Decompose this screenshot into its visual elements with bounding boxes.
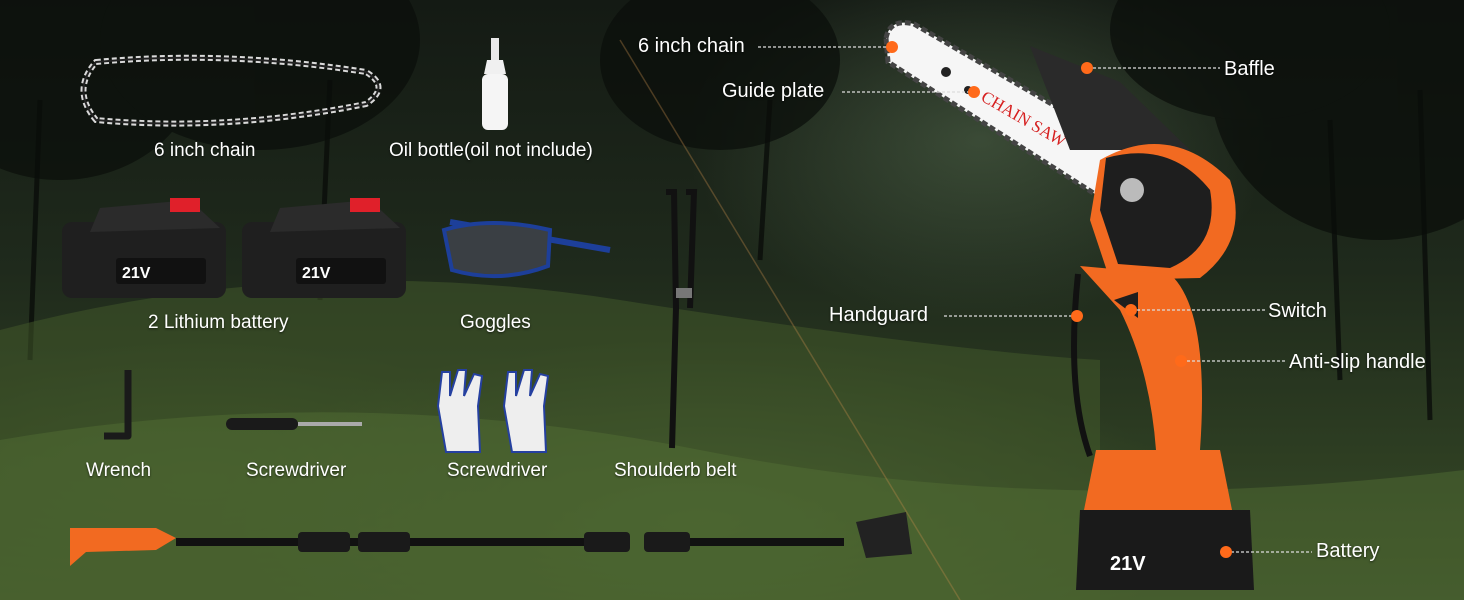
oil-bottle-label: Oil bottle(oil not include): [389, 140, 593, 161]
shoulder-belt-image: [666, 189, 698, 449]
extension-pole-image: [70, 512, 912, 566]
gloves-label: Screwdriver: [447, 460, 548, 481]
goggles-image: [441, 219, 611, 279]
chainsaw-battery-voltage: 21V: [1110, 553, 1146, 575]
screwdriver-image: [226, 418, 362, 430]
callout-guide-plate: Guide plate: [722, 80, 825, 102]
chain-loop-image: [80, 54, 382, 127]
callout-handguard: Handguard: [829, 304, 928, 326]
wrench-image: [104, 370, 132, 440]
wrench-label: Wrench: [86, 460, 152, 481]
callout-handle: Anti-slip handle: [1289, 351, 1426, 373]
callout-switch: Switch: [1268, 300, 1327, 322]
battery-2-voltage: 21V: [302, 265, 331, 282]
oil-bottle-image: [482, 38, 508, 130]
belt-label: Shoulderb belt: [614, 460, 737, 481]
callout-battery: Battery: [1316, 540, 1380, 562]
battery-1-voltage: 21V: [122, 265, 151, 282]
chain-label: 6 inch chain: [154, 140, 256, 161]
goggles-label: Goggles: [460, 312, 531, 333]
callout-baffle: Baffle: [1224, 58, 1275, 80]
battery-image-2: 21V: [242, 198, 406, 298]
battery-image-1: 21V: [62, 198, 226, 298]
gloves-image: [436, 369, 550, 453]
chainsaw-image: CHAIN SAW 21V: [883, 20, 1254, 590]
callout-chain: 6 inch chain: [638, 35, 745, 57]
screwdriver-label: Screwdriver: [246, 460, 347, 481]
battery-label: 2 Lithium battery: [148, 312, 289, 333]
